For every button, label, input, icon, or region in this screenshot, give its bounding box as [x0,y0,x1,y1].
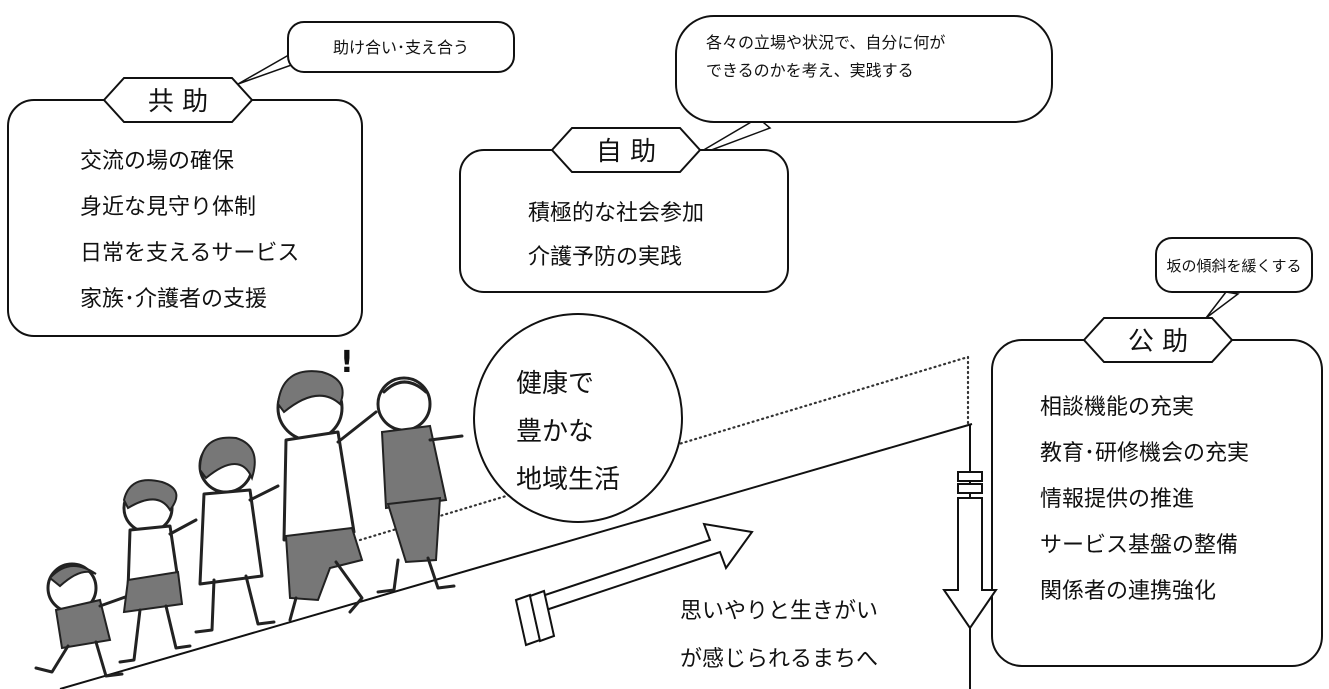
goal-line: 地域生活 [516,465,620,495]
kojo-title-tab [1082,317,1234,363]
exclamation-mark: ! [340,345,354,380]
girl-figure [118,479,198,664]
slope-arrow-tail-stripe [528,589,556,643]
slogan-line: が感じられるまちへ [680,647,878,672]
woman-figure [194,436,280,634]
kyojo-item: 交流の場の確保 [80,149,234,174]
jijo-callout-bubble [675,15,1053,123]
down-arrow-stripe [957,483,983,494]
slope-arrow-body [534,522,754,612]
kojo-group: 坂の傾斜を緩くする 公 助 相談機能の充実 教育･研修機会の充実 情報提供の推進… [991,237,1323,667]
kyojo-item: 身近な見守り体制 [80,195,256,220]
man-figure [276,370,378,622]
goal-circle-group: 健康で 豊かな 地域生活 [473,313,683,523]
jijo-title: 自 助 [596,137,656,167]
jijo-callout-line: 各々の立場や状況で、自分に何が [706,33,945,52]
kyojo-title-tab [102,77,254,123]
kojo-item: 教育･研修機会の充実 [1040,441,1249,466]
jijo-group: 各々の立場や状況で、自分に何が できるのかを考え、実践する 自 助 積極的な社会… [459,15,1053,293]
kojo-callout-bubble [1155,237,1313,293]
jijo-title-tab [550,127,702,173]
kojo-callout-tail [1205,291,1240,319]
kyojo-group: 助け合い･支え合う 共 助 交流の場の確保 身近な見守り体制 日常を支えるサービ… [7,21,515,337]
kojo-item: 情報提供の推進 [1040,487,1194,512]
kyojo-callout-text: 助け合い･支え合う [333,38,469,57]
jijo-item: 積極的な社会参加 [528,201,704,226]
jijo-callout-line: できるのかを考え、実践する [706,61,914,80]
family-illustration: ! [34,345,464,678]
kojo-title: 公 助 [1128,327,1188,357]
kojo-item: 関係者の連携強化 [1040,579,1216,604]
down-arrow-stripe [957,471,983,482]
kyojo-item: 日常を支えるサービス [80,241,299,266]
goal-line: 健康で [516,369,594,399]
kojo-callout-text: 坂の傾斜を緩くする [1166,257,1301,275]
kyojo-item: 家族･介護者の支援 [80,287,267,312]
kojo-item: サービス基盤の整備 [1040,533,1238,558]
goal-circle [473,313,683,523]
kyojo-callout-bubble [287,21,515,73]
slogan-line: 思いやりと生きがい [680,599,878,624]
jijo-item: 介護予防の実践 [528,245,682,270]
kyojo-title: 共 助 [148,87,208,117]
down-arrow [942,471,998,630]
slope-arrow [514,522,754,647]
slope-lines [59,355,973,689]
elderly-figure [376,376,464,594]
kojo-item: 相談機能の充実 [1040,395,1194,420]
child-figure [34,562,130,678]
down-arrow-body [942,497,998,630]
goal-line: 豊かな [516,417,594,447]
